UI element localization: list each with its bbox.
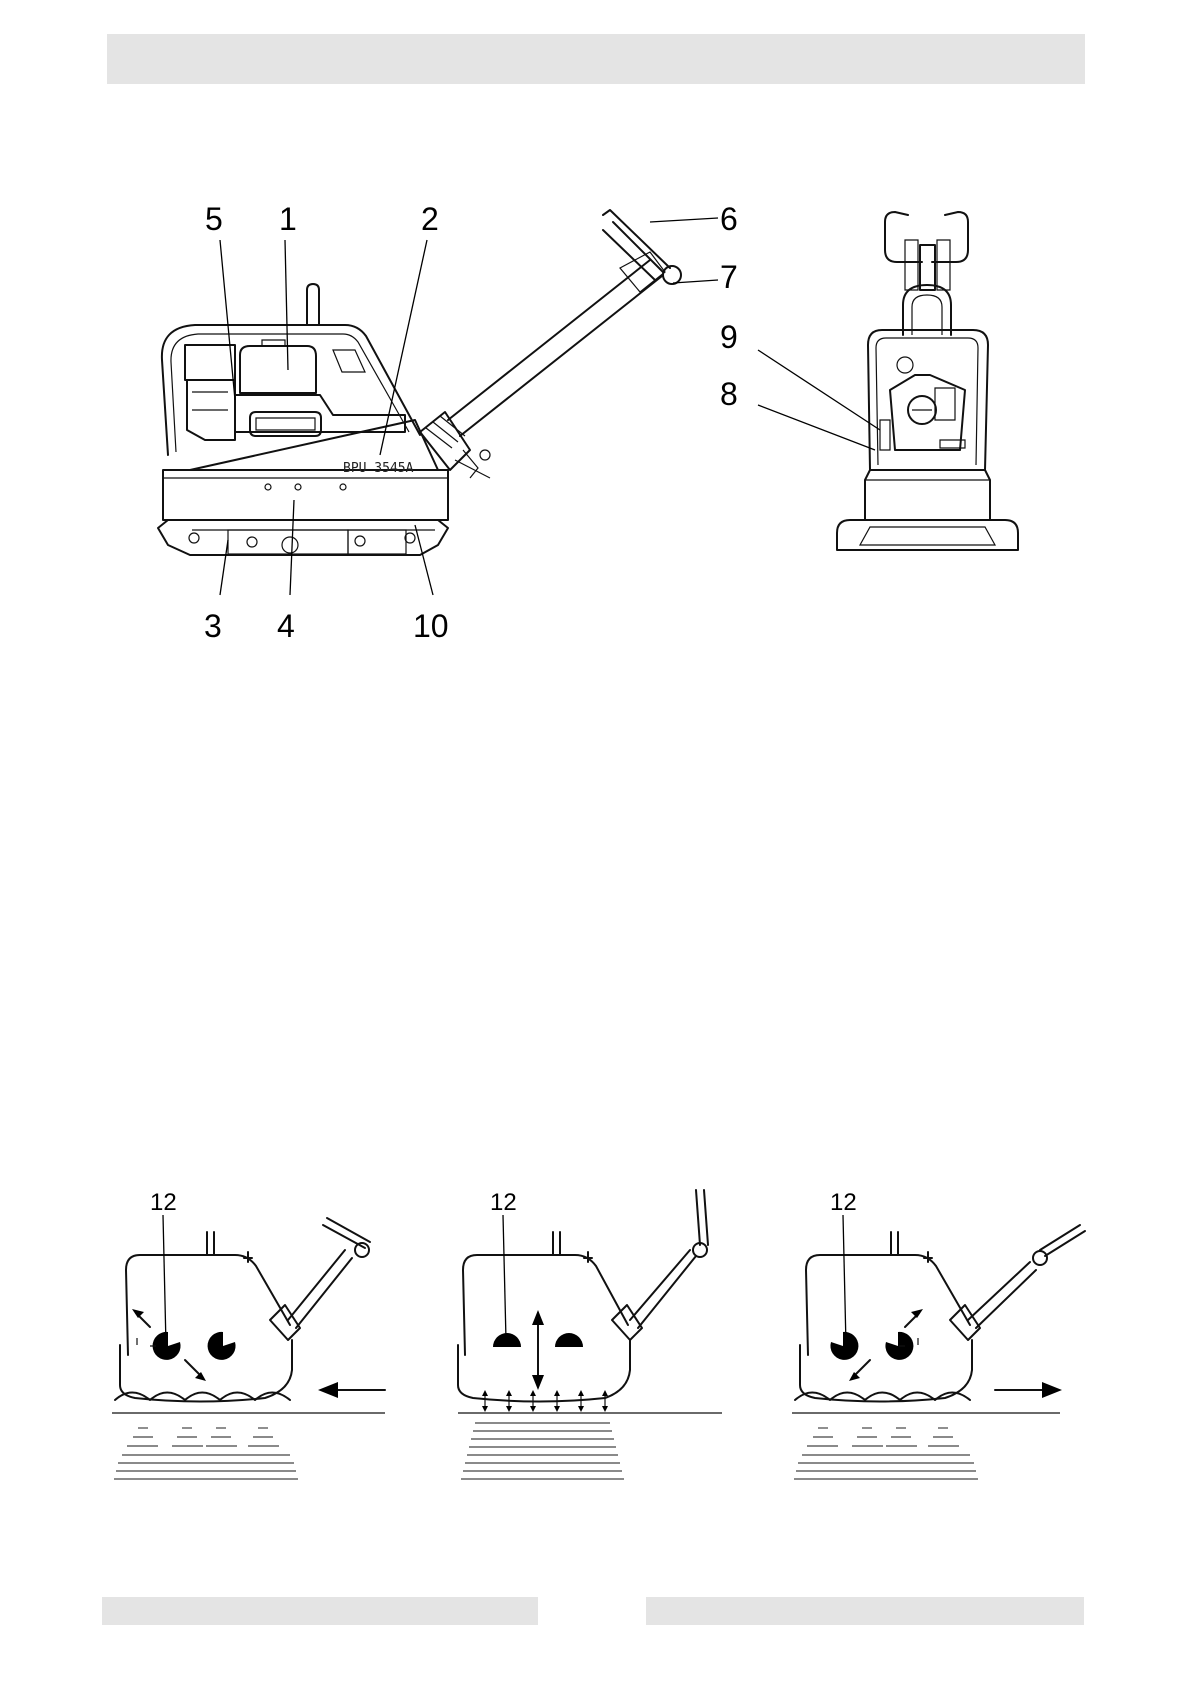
operation-diagram-stationary: 12 <box>458 1189 722 1479</box>
callout-4: 4 <box>277 608 295 644</box>
callout-7: 7 <box>720 259 738 295</box>
callout-6: 6 <box>720 201 738 237</box>
callout-8: 8 <box>720 376 738 412</box>
callout-12-forward: 12 <box>830 1189 857 1216</box>
callout-10: 10 <box>413 608 449 644</box>
operation-diagram-reverse: 12 <box>112 1189 385 1479</box>
callout-12-stationary: 12 <box>490 1189 517 1216</box>
callout-3: 3 <box>204 608 222 644</box>
callout-9: 9 <box>720 319 738 355</box>
callout-1: 1 <box>279 201 297 237</box>
callout-2: 2 <box>421 201 439 237</box>
operation-diagram-forward: 12 <box>792 1189 1085 1479</box>
front-view-drawing: 9 8 <box>720 212 1018 550</box>
model-plate-text: BPU 3545A <box>343 461 414 476</box>
callout-5: 5 <box>205 201 223 237</box>
side-view-drawing: BPU 3545A 5 1 2 6 7 3 4 10 <box>158 201 738 644</box>
callout-12-reverse: 12 <box>150 1189 177 1216</box>
